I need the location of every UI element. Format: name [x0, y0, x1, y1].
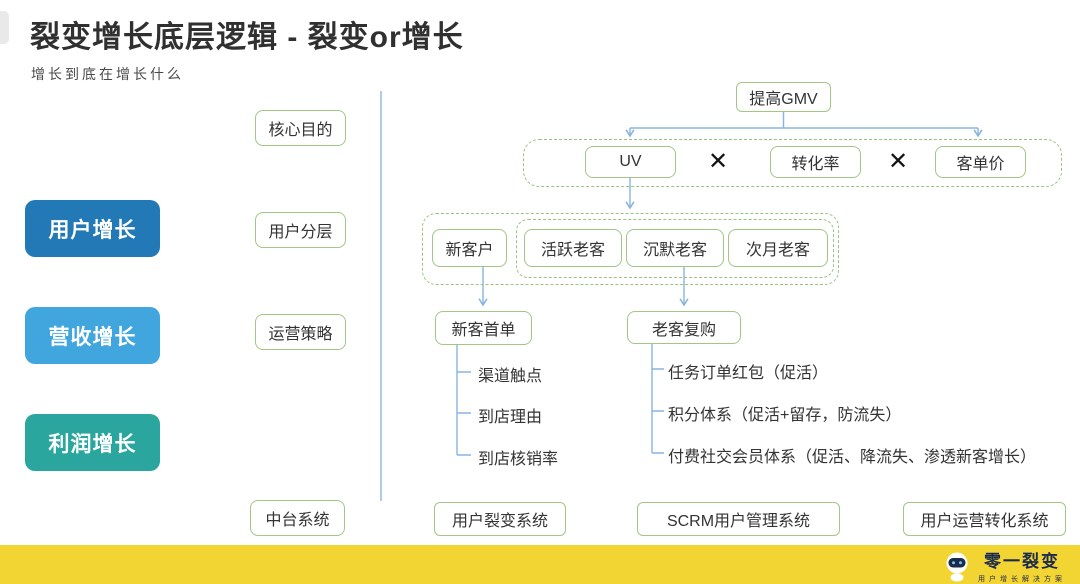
vertical-divider: [380, 91, 382, 501]
page-title: 裂变增长底层逻辑 - 裂变or增长: [30, 21, 464, 54]
growth-box-revenue: 营收增长: [25, 307, 160, 364]
brand-logo: 零一裂变 用户增长解决方案: [941, 547, 1066, 584]
old-customers-group: [516, 219, 834, 278]
node-active-customer: 活跃老客: [524, 229, 622, 267]
node-avg-order-value: 客单价: [935, 146, 1026, 178]
growth-box-profit: 利润增长: [25, 414, 160, 471]
node-silent-customer: 沉默老客: [626, 229, 724, 267]
list-item: 到店核销率: [478, 451, 559, 468]
stage-label-core-purpose: 核心目的: [255, 110, 346, 146]
list-item: 到店理由: [478, 409, 543, 426]
stage-label-middle-system: 中台系统: [250, 500, 345, 536]
node-new-customer: 新客户: [432, 229, 507, 267]
brand-slogan: 用户增长解决方案: [978, 576, 1066, 583]
node-uv: UV: [585, 146, 676, 178]
list-item: 积分体系（促活+留存，防流失）: [668, 407, 902, 424]
node-fission-system: 用户裂变系统: [434, 502, 566, 536]
scrollbar-thumb[interactable]: [0, 11, 9, 44]
formula-group: [523, 139, 1062, 187]
list-item: 渠道触点: [478, 368, 543, 385]
node-raise-gmv: 提高GMV: [736, 82, 831, 112]
node-scrm-system: SCRM用户管理系统: [637, 502, 840, 536]
multiply-icon: ✕: [888, 148, 909, 175]
list-item: 任务订单红包（促活）: [668, 365, 829, 382]
stage-label-ops-strategy: 运营策略: [255, 314, 346, 350]
segments-group: [422, 213, 839, 285]
node-repurchase: 老客复购: [627, 311, 741, 344]
footer-bar: 零一裂变 用户增长解决方案: [0, 545, 1080, 584]
node-conversion-rate: 转化率: [770, 146, 861, 178]
list-item: 付费社交会员体系（促活、降流失、渗透新客增长）: [668, 449, 1037, 466]
multiply-icon: ✕: [708, 148, 729, 175]
page-subtitle: 增长到底在增长什么: [31, 66, 184, 82]
node-new-first-order: 新客首单: [435, 311, 532, 345]
growth-box-user: 用户增长: [25, 200, 160, 257]
robot-icon: [946, 552, 968, 581]
node-ops-conversion-system: 用户运营转化系统: [903, 502, 1066, 536]
node-nextmonth-customer: 次月老客: [728, 229, 828, 267]
stage-label-user-layering: 用户分层: [255, 212, 346, 248]
brand-name: 零一裂变: [984, 552, 1060, 571]
